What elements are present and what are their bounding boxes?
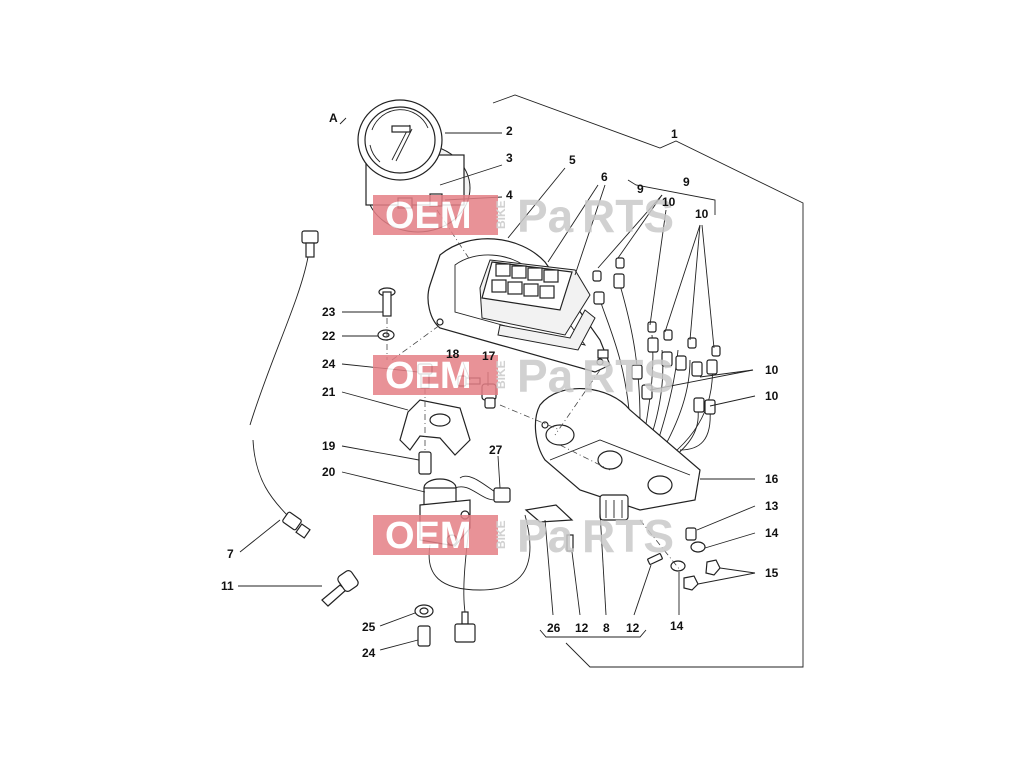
callout-10-d: 10 xyxy=(765,389,779,403)
watermark-bottom: OEM BIKE Pa RTS xyxy=(373,510,674,562)
washer-14-upper xyxy=(690,541,706,553)
callout-8: 8 xyxy=(603,621,610,635)
callout-5: 5 xyxy=(569,153,576,167)
speedometer-cable xyxy=(249,230,319,539)
callout-25: 25 xyxy=(362,620,376,634)
callout-24-upper: 24 xyxy=(322,357,336,371)
bulb-socket-13 xyxy=(685,527,697,541)
callout-9-b: 9 xyxy=(683,175,690,189)
washer-25 xyxy=(414,604,434,618)
svg-text:RTS: RTS xyxy=(582,190,674,242)
svg-text:BIKE: BIKE xyxy=(494,360,508,389)
callout-7: 7 xyxy=(227,547,234,561)
spacer-19 xyxy=(418,451,432,475)
svg-text:OEM: OEM xyxy=(385,515,472,557)
svg-text:BIKE: BIKE xyxy=(494,520,508,549)
callout-14-b: 14 xyxy=(670,619,684,633)
callout-19: 19 xyxy=(322,439,336,453)
screw-24-lower xyxy=(417,625,431,647)
callout-labels: 1 2 3 4 5 6 9 9 10 10 10 10 16 13 14 15 … xyxy=(221,111,779,660)
callout-12-left: 12 xyxy=(575,621,589,635)
callout-24-lower: 24 xyxy=(362,646,376,660)
callout-14-a: 14 xyxy=(765,526,779,540)
screw-23 xyxy=(378,287,396,317)
assembly-outline xyxy=(492,94,804,668)
callout-17: 17 xyxy=(482,349,496,363)
callout-26: 26 xyxy=(547,621,561,635)
callout-13: 13 xyxy=(765,499,779,513)
nut-15-upper xyxy=(705,559,721,576)
bracket-21 xyxy=(399,399,471,456)
leader-lines xyxy=(238,117,756,651)
callout-3: 3 xyxy=(506,151,513,165)
callout-23: 23 xyxy=(322,305,336,319)
callout-6: 6 xyxy=(601,170,608,184)
svg-text:Pa: Pa xyxy=(517,510,574,562)
callout-10-c: 10 xyxy=(765,363,779,377)
watermark-top: OEM BIKE Pa RTS xyxy=(373,190,674,242)
key-11 xyxy=(321,570,359,607)
callout-16: 16 xyxy=(765,472,779,486)
callout-11: 11 xyxy=(221,579,234,593)
callout-27: 27 xyxy=(489,443,503,457)
callout-15: 15 xyxy=(765,566,779,580)
screw-12-left xyxy=(566,534,574,552)
svg-text:RTS: RTS xyxy=(582,350,674,402)
lower-housing xyxy=(534,387,701,521)
callout-1: 1 xyxy=(671,127,678,141)
callout-18: 18 xyxy=(446,347,460,361)
callout-12-right: 12 xyxy=(626,621,640,635)
connector-27 xyxy=(454,475,511,503)
svg-text:RTS: RTS xyxy=(582,510,674,562)
screw-12-right xyxy=(647,553,663,565)
callout-20: 20 xyxy=(322,465,336,479)
watermark-middle: OEM BIKE Pa RTS xyxy=(373,350,674,402)
callout-9-a: 9 xyxy=(637,182,644,196)
svg-text:OEM: OEM xyxy=(385,355,472,397)
warning-light-panel xyxy=(479,259,596,351)
svg-text:OEM: OEM xyxy=(385,195,472,237)
svg-text:BIKE: BIKE xyxy=(494,200,508,229)
washer-22 xyxy=(377,329,395,341)
svg-text:Pa: Pa xyxy=(517,350,574,402)
callout-21: 21 xyxy=(322,385,336,399)
callout-A: A xyxy=(329,111,338,125)
callout-10-a: 10 xyxy=(662,195,676,209)
connector-bottom xyxy=(454,611,476,643)
nut-15-lower xyxy=(683,575,699,591)
callout-4: 4 xyxy=(506,188,513,202)
svg-text:Pa: Pa xyxy=(517,190,574,242)
callout-2: 2 xyxy=(506,124,513,138)
clip-26 xyxy=(524,504,574,523)
washer-14-lower xyxy=(670,560,686,572)
callout-10-b: 10 xyxy=(695,207,709,221)
callout-22: 22 xyxy=(322,329,336,343)
